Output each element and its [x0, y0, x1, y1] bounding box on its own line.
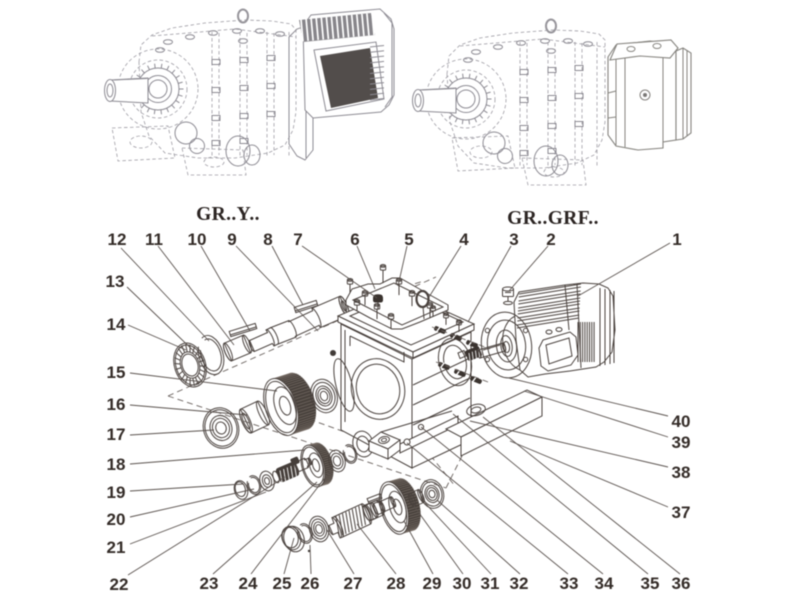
svg-text:4: 4: [459, 230, 469, 249]
svg-text:10: 10: [188, 230, 207, 249]
svg-text:9: 9: [227, 230, 236, 249]
svg-text:16: 16: [107, 395, 126, 414]
svg-text:22: 22: [110, 575, 129, 594]
svg-text:28: 28: [387, 574, 406, 593]
svg-text:24: 24: [239, 574, 258, 593]
svg-text:GR..GRF..: GR..GRF..: [507, 208, 599, 229]
svg-text:2: 2: [546, 230, 555, 249]
svg-text:30: 30: [453, 574, 472, 593]
svg-text:23: 23: [200, 574, 219, 593]
svg-text:38: 38: [672, 463, 691, 482]
svg-text:6: 6: [350, 230, 359, 249]
svg-text:18: 18: [107, 455, 126, 474]
svg-text:7: 7: [293, 230, 302, 249]
svg-text:20: 20: [107, 510, 126, 529]
svg-text:36: 36: [672, 574, 691, 593]
svg-text:27: 27: [344, 574, 363, 593]
svg-text:1: 1: [672, 230, 681, 249]
svg-text:29: 29: [423, 574, 442, 593]
svg-text:12: 12: [108, 230, 127, 249]
svg-text:19: 19: [107, 483, 126, 502]
svg-text:34: 34: [595, 574, 614, 593]
svg-text:31: 31: [481, 574, 500, 593]
svg-text:21: 21: [107, 538, 126, 557]
svg-text:8: 8: [263, 230, 272, 249]
svg-text:5: 5: [404, 230, 413, 249]
svg-text:3: 3: [509, 230, 518, 249]
svg-text:32: 32: [510, 574, 529, 593]
svg-text:40: 40: [672, 412, 691, 431]
svg-text:17: 17: [107, 425, 126, 444]
svg-text:15: 15: [107, 363, 126, 382]
svg-text:25: 25: [273, 574, 292, 593]
svg-text:35: 35: [641, 574, 660, 593]
svg-text:14: 14: [107, 315, 126, 334]
svg-text:11: 11: [145, 230, 163, 249]
svg-text:39: 39: [672, 433, 691, 452]
svg-text:26: 26: [301, 574, 320, 593]
svg-text:37: 37: [672, 503, 691, 522]
svg-text:GR..Y..: GR..Y..: [196, 204, 260, 225]
svg-text:13: 13: [106, 272, 125, 291]
svg-text:33: 33: [560, 574, 579, 593]
